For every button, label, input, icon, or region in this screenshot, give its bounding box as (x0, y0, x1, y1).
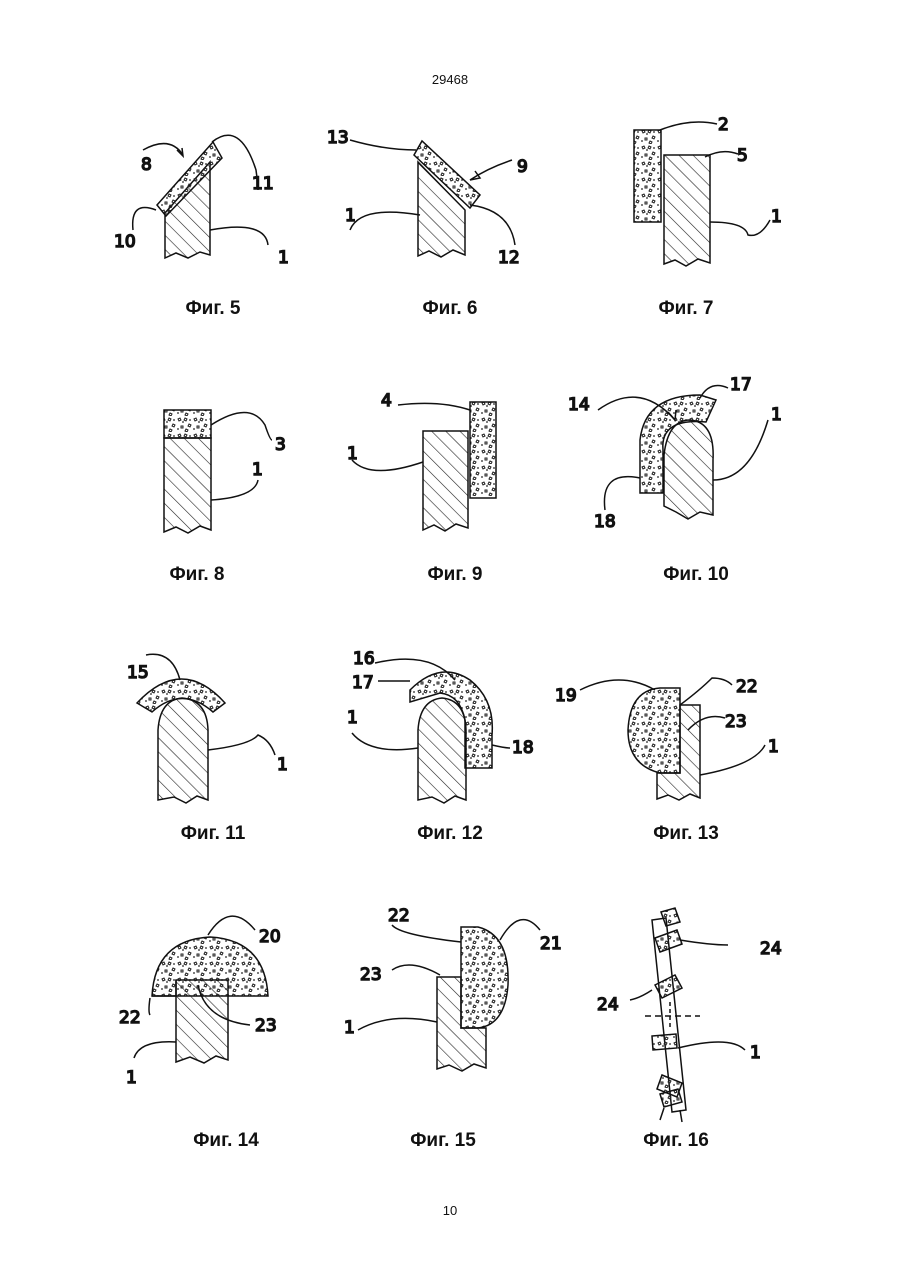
figure-15 (358, 920, 540, 1071)
figure-9-label-1: 1 (347, 444, 358, 464)
figure-15-label-21: 21 (540, 934, 562, 954)
figure-14-label-20: 20 (259, 927, 281, 947)
figure-16-label-24-top: 24 (760, 939, 782, 959)
figure-16-label-24-left: 24 (597, 995, 619, 1015)
figure-14-label-23: 23 (255, 1016, 277, 1036)
figure-6-label-13: 13 (327, 128, 349, 148)
figure-13-label-23: 23 (725, 712, 747, 732)
figure-13-label-1: 1 (768, 737, 779, 757)
figure-12-label-1: 1 (347, 708, 358, 728)
figure-7 (634, 122, 770, 266)
figure-10-label-17: 17 (730, 375, 752, 395)
figure-10-label-18: 18 (594, 512, 616, 532)
figure-6 (350, 140, 515, 257)
figure-6-label-12: 12 (498, 248, 520, 268)
figure-15-label-23: 23 (360, 965, 382, 985)
figure-9 (352, 402, 496, 531)
figure-8-label-3: 3 (275, 435, 286, 455)
figure-5-label-8: 8 (141, 155, 152, 175)
figure-8-label-1: 1 (252, 460, 263, 480)
figure-10-label-14: 14 (568, 395, 590, 415)
figure-7-label-1: 1 (771, 207, 782, 227)
figure-14 (134, 916, 268, 1063)
figure-13-label-22: 22 (736, 677, 758, 697)
figure-14-label-1: 1 (126, 1068, 137, 1088)
figure-5-label-1: 1 (278, 248, 289, 268)
figure-15-label-22: 22 (388, 906, 410, 926)
figure-11-label-1: 1 (277, 755, 288, 775)
figure-15-label-1: 1 (344, 1018, 355, 1038)
figure-12-label-17: 17 (352, 673, 374, 693)
figure-10-label-1: 1 (771, 405, 782, 425)
figure-5-label-11: 11 (252, 174, 274, 194)
figure-10 (598, 386, 768, 519)
figure-5-label-10: 10 (114, 232, 136, 252)
figure-16-label-1: 1 (750, 1043, 761, 1063)
figure-12-label-16: 16 (353, 649, 375, 669)
figure-13-label-19: 19 (555, 686, 577, 706)
figure-11-label-15: 15 (127, 663, 149, 683)
figure-7-label-2: 2 (718, 115, 729, 135)
figure-16 (630, 908, 745, 1122)
figure-9-label-4: 4 (381, 391, 392, 411)
figure-6-label-1: 1 (345, 206, 356, 226)
figure-11 (137, 654, 275, 803)
figure-14-label-22: 22 (119, 1008, 141, 1028)
figure-7-label-5: 5 (737, 146, 748, 166)
figure-12-label-18: 18 (512, 738, 534, 758)
figure-5 (133, 135, 268, 258)
figure-6-label-9: 9 (517, 157, 528, 177)
figure-12 (352, 659, 510, 803)
